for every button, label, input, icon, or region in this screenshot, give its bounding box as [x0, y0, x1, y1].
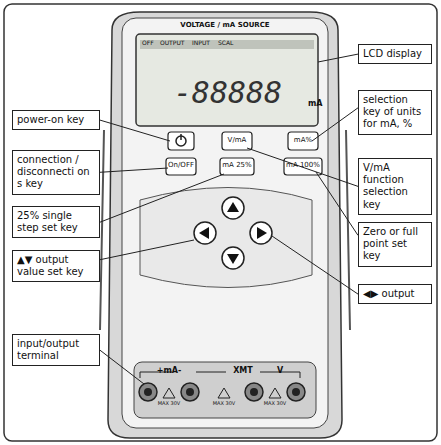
leader-line: [247, 148, 358, 186]
leader-line: [100, 168, 168, 172]
callout-text: connection / disconnecti on s key: [17, 154, 95, 191]
callout-box: power-on key: [12, 110, 100, 130]
leader-line: [316, 172, 358, 235]
callout-box: LCD display: [358, 44, 432, 64]
device-label: mA 100%: [286, 162, 320, 169]
callout-box: connection / disconnecti on s key: [12, 150, 100, 195]
device-label: mA: [308, 100, 323, 108]
leader-line: [272, 236, 358, 294]
device-label: -88888: [174, 78, 282, 108]
device-label: mA 25%: [222, 162, 251, 169]
device-label: V: [277, 367, 283, 375]
terminal-block: [134, 362, 316, 418]
callout-box: 25% single step set key: [12, 206, 100, 238]
leader-line: [100, 174, 224, 222]
device-label: MAX 30V: [264, 401, 287, 406]
device-label: On/OFF: [168, 162, 194, 169]
callout-text: power-on key: [17, 114, 95, 126]
leader-line: [100, 240, 194, 260]
terminals: [139, 383, 305, 401]
callout-text: V/mA function selection key: [363, 162, 427, 211]
callout-text: Zero or full point set key: [363, 226, 427, 263]
keys: [166, 132, 322, 175]
callout-text: ◀▶ output: [363, 288, 427, 300]
device-label: INPUT: [192, 40, 210, 46]
callout-text: input/output terminal: [17, 338, 95, 362]
arrow-glyphs: [199, 202, 267, 264]
housing: [108, 12, 342, 438]
face-panel: [122, 18, 328, 428]
device-label: V/mA: [228, 137, 247, 144]
device-label: VOLTAGE / mA SOURCE: [180, 22, 269, 29]
callout-text: ▲▼ output value set key: [17, 254, 95, 278]
callout-box: ▲▼ output value set key: [12, 250, 100, 282]
callout-text: selection key of units for mA, %: [363, 94, 427, 131]
device-label: OUTPUT: [160, 40, 184, 46]
device-label: OFF: [142, 40, 154, 46]
device-label: MAX 30V: [213, 401, 236, 406]
leader-line: [100, 120, 170, 141]
keypad-surround: [140, 188, 312, 288]
device-label: MAX 30V: [158, 401, 181, 406]
callout-box: selection key of units for mA, %: [358, 90, 432, 135]
frame: [4, 4, 437, 441]
leader-line: [100, 350, 144, 384]
callout-box: V/mA function selection key: [358, 158, 432, 215]
leader-line: [312, 108, 358, 141]
callout-text: LCD display: [363, 48, 427, 60]
device-label: mA%: [294, 137, 312, 144]
power-icon: [180, 134, 182, 140]
leader-line: [318, 54, 358, 62]
callout-text: 25% single step set key: [17, 210, 95, 234]
device-label: XMT: [233, 367, 253, 375]
lcd-status-row: [140, 40, 314, 49]
lcd-window: [136, 34, 318, 126]
arrow-keys: [194, 197, 272, 269]
device-label: SCAL: [218, 40, 233, 46]
callout-box: Zero or full point set key: [358, 222, 432, 267]
device-label: +mA-: [157, 367, 182, 375]
callout-box: ◀▶ output: [358, 284, 432, 304]
warning-triangles: [163, 388, 281, 398]
callout-box: input/output terminal: [12, 334, 100, 366]
